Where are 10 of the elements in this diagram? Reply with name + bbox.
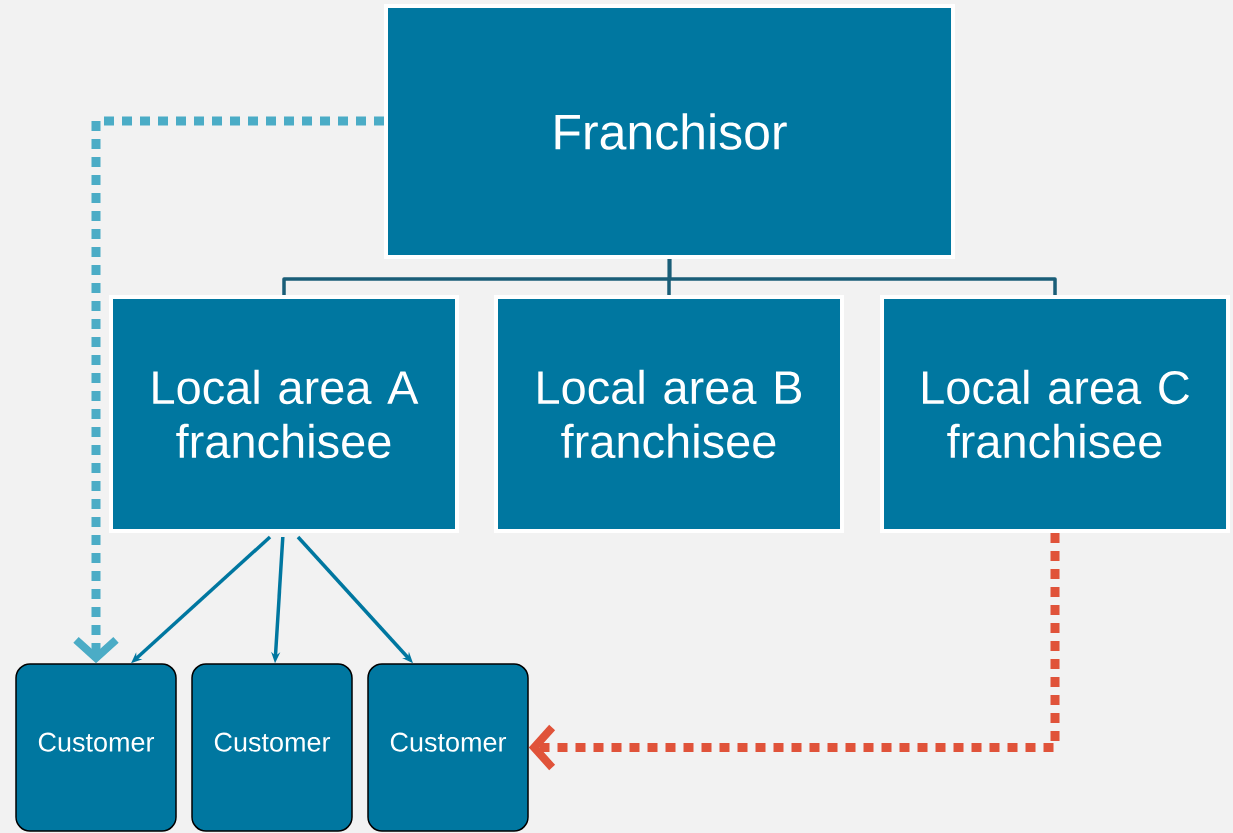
customer-box: Customer <box>15 663 177 832</box>
org-box: Local area B franchisee <box>494 295 844 533</box>
org-box: Franchisor <box>384 4 955 259</box>
org-box: Local area C franchisee <box>880 295 1230 533</box>
arrow <box>528 533 1060 771</box>
customer-box: Customer <box>191 663 353 832</box>
org-box: Local area A franchisee <box>109 295 459 533</box>
connector-line <box>667 259 1057 295</box>
arrow <box>73 116 384 664</box>
customer-box: Customer <box>367 663 529 832</box>
